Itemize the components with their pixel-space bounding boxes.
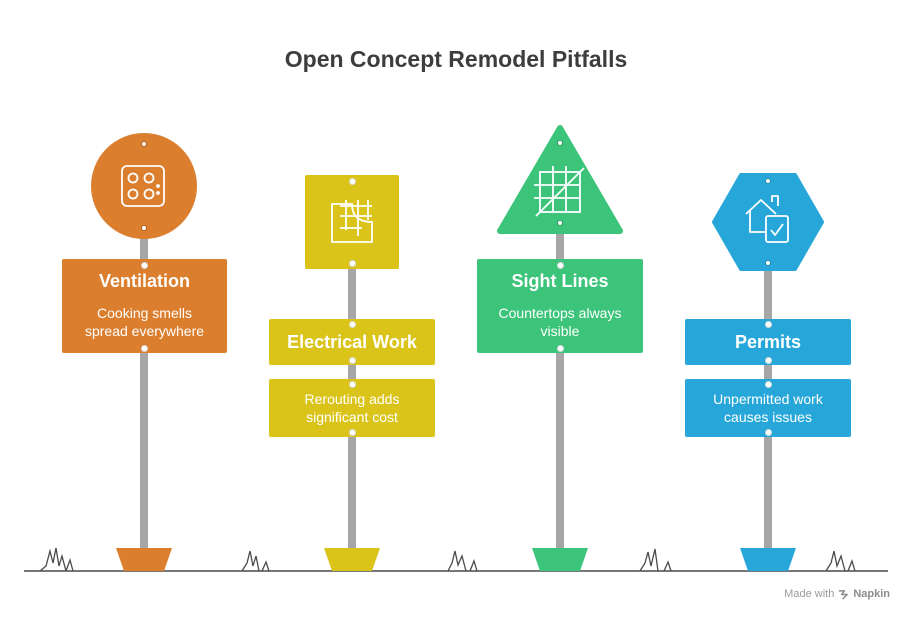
sign-head-square (305, 175, 399, 269)
bolt-hole (349, 178, 356, 185)
sign-title: Sight Lines (511, 271, 609, 291)
grass-tuft (825, 550, 846, 572)
grass-tuft (469, 559, 478, 572)
sign-title: Electrical Work (287, 331, 417, 352)
grass-tuft (261, 560, 270, 572)
sign-title: Ventilation (98, 271, 190, 291)
house-check-icon (745, 195, 789, 243)
sign-post (140, 238, 148, 550)
bolt-hole (765, 321, 772, 328)
bolt-hole (765, 357, 772, 364)
grass-tuft (639, 548, 659, 572)
bolt-hole (141, 345, 148, 352)
sign-permits-detail: Unpermitted work causes issues (685, 379, 851, 437)
sign-description: Unpermitted work causes issues (713, 391, 823, 425)
bolt-hole (557, 345, 564, 352)
bolt-hole (557, 262, 564, 269)
bolt-hole (141, 262, 148, 269)
grass-tuft (447, 550, 467, 572)
grass-tuft (663, 560, 672, 572)
page-title: Open Concept Remodel Pitfalls (284, 46, 628, 72)
bolt-hole (349, 429, 356, 436)
bolt-hole (349, 357, 356, 364)
grass-tuft (847, 559, 856, 572)
sign-post (556, 228, 564, 550)
sign-description: Cooking smells spread everywhere (84, 305, 205, 339)
sign-sight-lines: Sight Lines Countertops always visible (477, 259, 643, 353)
napkin-brand: Napkin (853, 588, 890, 600)
sign-title: Permits (734, 331, 802, 352)
napkin-logo-icon (839, 589, 849, 600)
grass-tuft (241, 550, 260, 572)
sign-description: Rerouting adds significant cost (304, 391, 400, 425)
sign-electrical-work-detail: Rerouting adds significant cost (269, 379, 435, 437)
crossed-grid-icon (534, 166, 585, 217)
bolt-hole (349, 381, 356, 388)
made-with-napkin[interactable]: Made with Napkin (784, 588, 890, 600)
bolt-hole (765, 381, 772, 388)
bolt-hole (349, 260, 356, 267)
bolt-hole (765, 429, 772, 436)
made-with-label: Made with (784, 588, 835, 600)
sign-ventilation: Ventilation Cooking smells spread everyw… (62, 259, 227, 353)
grass-tuft (65, 557, 74, 572)
sign-description: Countertops always visible (498, 305, 622, 339)
stove-icon (121, 165, 165, 207)
floorplan-grid-icon (331, 200, 373, 243)
bolt-hole (349, 321, 356, 328)
grass-tuft (39, 547, 67, 572)
